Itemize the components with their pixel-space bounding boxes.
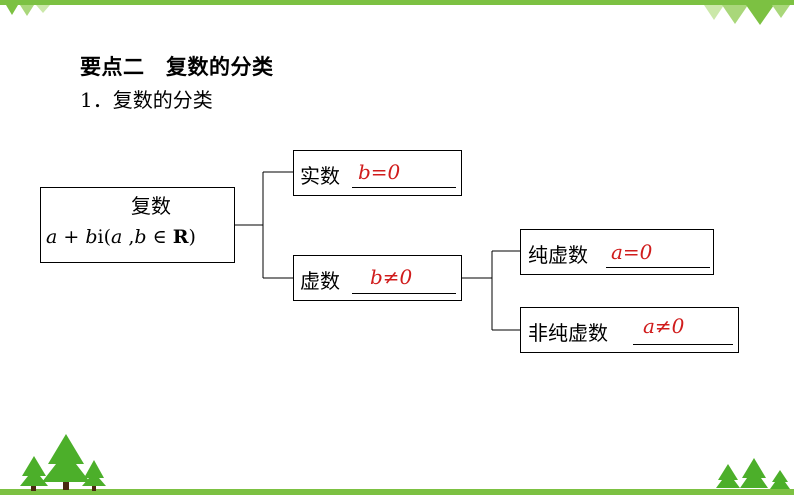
formula-a: a (46, 226, 58, 248)
imaginary-number-answer-underline (352, 293, 456, 294)
real-number-label: 实数 (300, 164, 340, 188)
formula-a2: a (111, 226, 123, 248)
real-number-answer: b=0 (358, 160, 401, 184)
formula-close: ) (188, 226, 196, 248)
bottom-green-bar (0, 489, 794, 495)
formula-b: b (85, 226, 98, 248)
pure-imaginary-answer-underline (606, 267, 710, 268)
formula-b2: b (134, 226, 147, 248)
tree-group-left-icon (20, 434, 106, 491)
real-number-answer-underline (352, 187, 456, 188)
root-node-label: 复数 (131, 194, 171, 218)
section-heading: 要点二 复数的分类 (80, 54, 274, 79)
non-pure-imaginary-answer-underline (633, 344, 733, 345)
formula-comma: , (122, 226, 135, 248)
tree-group-right-icon (716, 458, 790, 489)
formula-real-set: R (172, 226, 189, 248)
formula-plus: + (57, 226, 86, 248)
pure-imaginary-answer: a=0 (611, 240, 653, 264)
node-imaginary-number: 虚数 b≠0 (293, 255, 462, 301)
node-non-pure-imaginary: 非纯虚数 a≠0 (520, 307, 739, 353)
pure-imaginary-label: 纯虚数 (528, 243, 588, 267)
imaginary-number-answer: b≠0 (370, 265, 413, 289)
root-node-complex-number: 复数 a + bi(a ,b ∈ R) (40, 187, 235, 263)
node-real-number: 实数 b=0 (293, 150, 462, 196)
root-node-formula: a + bi(a ,b ∈ R) (46, 226, 196, 248)
formula-in: ∈ (146, 226, 173, 248)
imaginary-number-label: 虚数 (300, 269, 340, 293)
triangle-pattern-top-right (704, 5, 790, 25)
non-pure-imaginary-answer: a≠0 (643, 314, 685, 338)
triangle-pattern-top-left (6, 5, 50, 16)
non-pure-imaginary-label: 非纯虚数 (528, 321, 608, 345)
section-subheading: 1．复数的分类 (80, 88, 213, 112)
top-green-bar (0, 0, 794, 5)
node-pure-imaginary: 纯虚数 a=0 (520, 229, 714, 275)
formula-i: i( (97, 226, 112, 248)
